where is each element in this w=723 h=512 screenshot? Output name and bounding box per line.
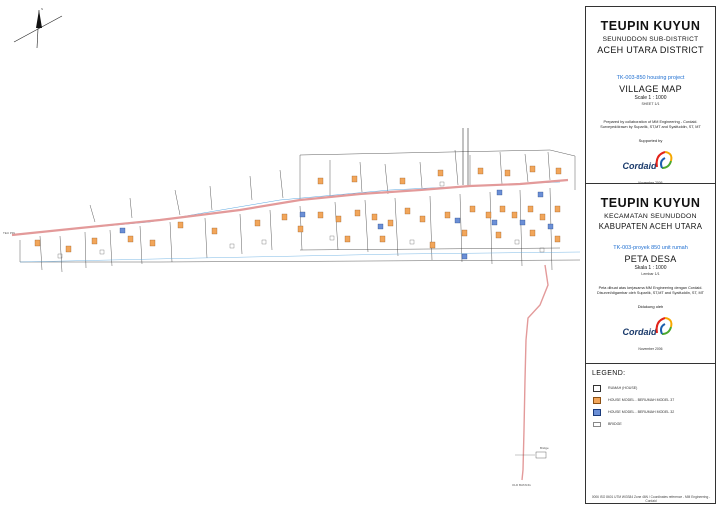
canal-line xyxy=(19,251,581,263)
legend-item-bridge: BRIDGE xyxy=(592,419,715,431)
map-title-id: PETA DESA xyxy=(624,254,677,264)
bottom-label: OLD BATANG xyxy=(512,483,532,487)
supported-label: Supported by xyxy=(638,138,663,143)
district-title-id: KABUPATEN ACEH UTARA xyxy=(598,222,703,231)
legend-item-model37: HOUSE MODEL - BERUMAH MODEL 37 xyxy=(592,395,715,407)
title-panel-indonesian: TEUPIN KUYUN KECAMATAN SEUNUDDON KABUPAT… xyxy=(586,184,715,364)
legend-label: BRIDGE xyxy=(608,422,622,426)
prepared-note-id: Peta dibuat atas kerjasama MM Engineerin… xyxy=(597,286,704,295)
project-label-id: TK-003-proyek 850 unit rumah xyxy=(613,245,688,251)
title-panel-english: TEUPIN KUYUN SEUNUDDON SUB-DISTRICT ACEH… xyxy=(586,7,715,185)
legend-item-house: RUMAH (HOUSE) xyxy=(592,383,715,395)
main-road xyxy=(11,178,569,237)
left-label: TEU PIN xyxy=(3,231,15,235)
project-label: TK-003-850 housing project xyxy=(616,75,685,81)
legend-label: RUMAH (HOUSE) xyxy=(608,386,638,390)
north-arrow-icon: N xyxy=(13,7,63,49)
date-label: November 2006 xyxy=(638,181,663,185)
south-road xyxy=(521,264,549,481)
date-label-id: November 2006 xyxy=(638,347,663,351)
title-block-frame xyxy=(585,6,716,504)
house-model-32-icon xyxy=(593,409,601,416)
village-title-id: TEUPIN KUYUN xyxy=(600,196,701,210)
district-title: ACEH UTARA DISTRICT xyxy=(597,45,704,55)
cordaid-swirl-icon xyxy=(655,151,672,169)
house-outline-icon xyxy=(593,385,601,392)
bridge-label: Bridge xyxy=(540,446,549,450)
cordaid-logo-text-2: Cordaid xyxy=(622,327,657,337)
map-title: VILLAGE MAP xyxy=(619,84,682,94)
prepared-note: Prepared by collaboration of MM Engineer… xyxy=(600,120,701,129)
supported-label-id: Didukung oleh xyxy=(637,304,664,309)
legend-label: HOUSE MODEL - BERUMAH MODEL 37 xyxy=(608,398,675,402)
legend-panel: LEGEND: RUMAH (HOUSE) HOUSE MODEL - BERU… xyxy=(586,364,715,504)
cordaid-logo-2: Cordaid xyxy=(621,315,681,341)
legend-item-model32: HOUSE MODEL - BERUMAH MODEL 32 xyxy=(592,407,715,419)
scale-label: Scale 1 : 1000 xyxy=(634,95,667,101)
sheet-label-id: Lembar 1/1 xyxy=(641,272,660,276)
cordaid-swirl-icon-2 xyxy=(655,317,672,335)
legend-label: HOUSE MODEL - BERUMAH MODEL 32 xyxy=(608,410,675,414)
footnote: 0006 ISO 8601 UTM WGS84 Zone 46N / Coord… xyxy=(591,495,711,503)
north-label: N xyxy=(41,7,43,11)
parcel-lines xyxy=(89,128,576,223)
house-markers-32 xyxy=(119,189,554,260)
sheet-label: SHEET 1/1 xyxy=(641,102,660,106)
house-markers-37 xyxy=(34,165,562,253)
village-map: N xyxy=(3,7,581,487)
bridge-icon xyxy=(593,422,601,427)
house-model-37-icon xyxy=(593,397,601,404)
cordaid-logo-text: Cordaid xyxy=(622,161,657,171)
building-outlines xyxy=(57,181,545,259)
bridge-marker-icon xyxy=(515,451,547,459)
cordaid-logo: Cordaid xyxy=(621,149,681,175)
scale-label-id: Skala 1 : 1000 xyxy=(634,265,667,271)
legend-title: LEGEND: xyxy=(592,370,626,377)
subdistrict-title-id: KECAMATAN SEUNUDDON xyxy=(604,213,697,220)
parcel-lines-south xyxy=(19,187,581,273)
village-title: TEUPIN KUYUN xyxy=(600,19,701,33)
subdistrict-title: SEUNUDDON SUB-DISTRICT xyxy=(602,36,699,43)
